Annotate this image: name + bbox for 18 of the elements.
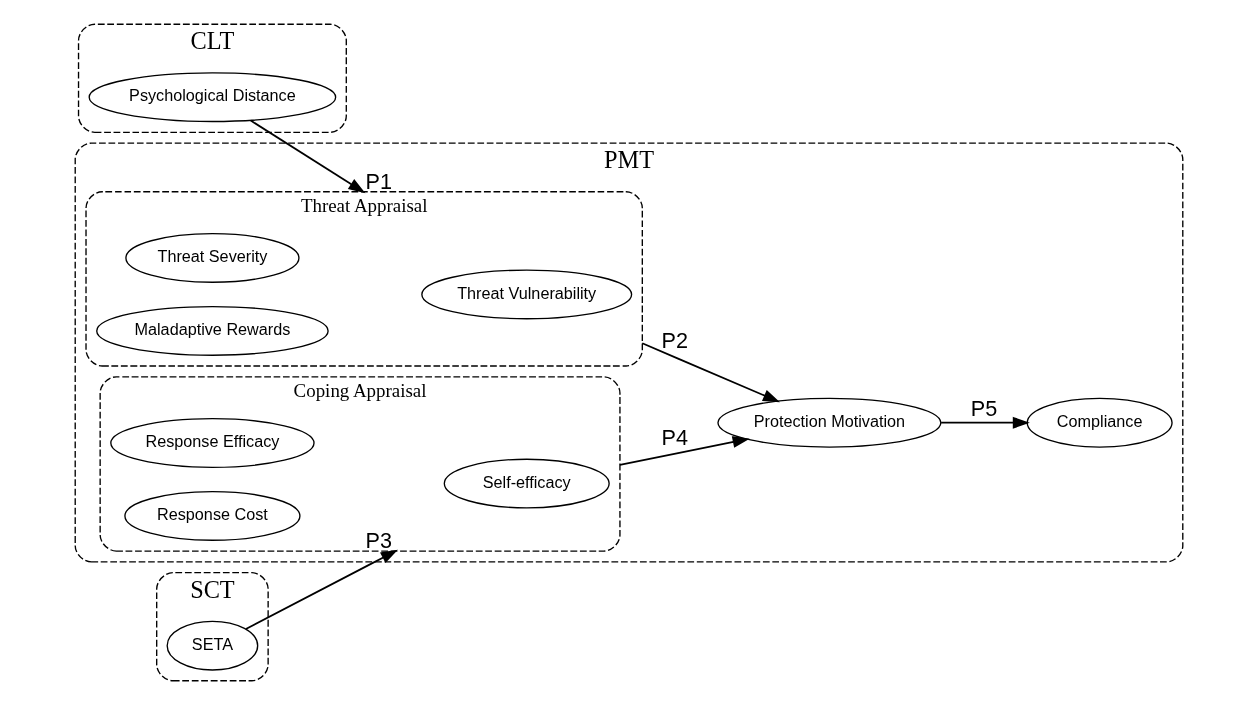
arrow — [939, 416, 1030, 429]
node-ellipse: Maladaptive Rewards — [95, 305, 329, 356]
edge-label: P3 — [365, 528, 392, 554]
arrow — [618, 436, 750, 466]
node-ellipse: Response Efficacy — [109, 418, 315, 468]
node-ellipse: Threat Vulnerability — [420, 269, 632, 320]
edge-label: P5 — [970, 395, 997, 421]
edge-label: P4 — [661, 425, 688, 451]
node-ellipse: Compliance — [1026, 397, 1173, 448]
edge-label: P2 — [661, 328, 688, 354]
node-ellipse: Psychological Distance — [88, 72, 336, 123]
node-ellipse: Self-efficacy — [443, 458, 610, 509]
arrow — [640, 342, 780, 403]
arrow — [244, 549, 398, 630]
node-ellipse: Response Cost — [123, 490, 301, 541]
edge-label: P1 — [365, 168, 392, 194]
node-ellipse: Threat Severity — [124, 232, 300, 283]
node-ellipse: SETA — [166, 620, 258, 671]
